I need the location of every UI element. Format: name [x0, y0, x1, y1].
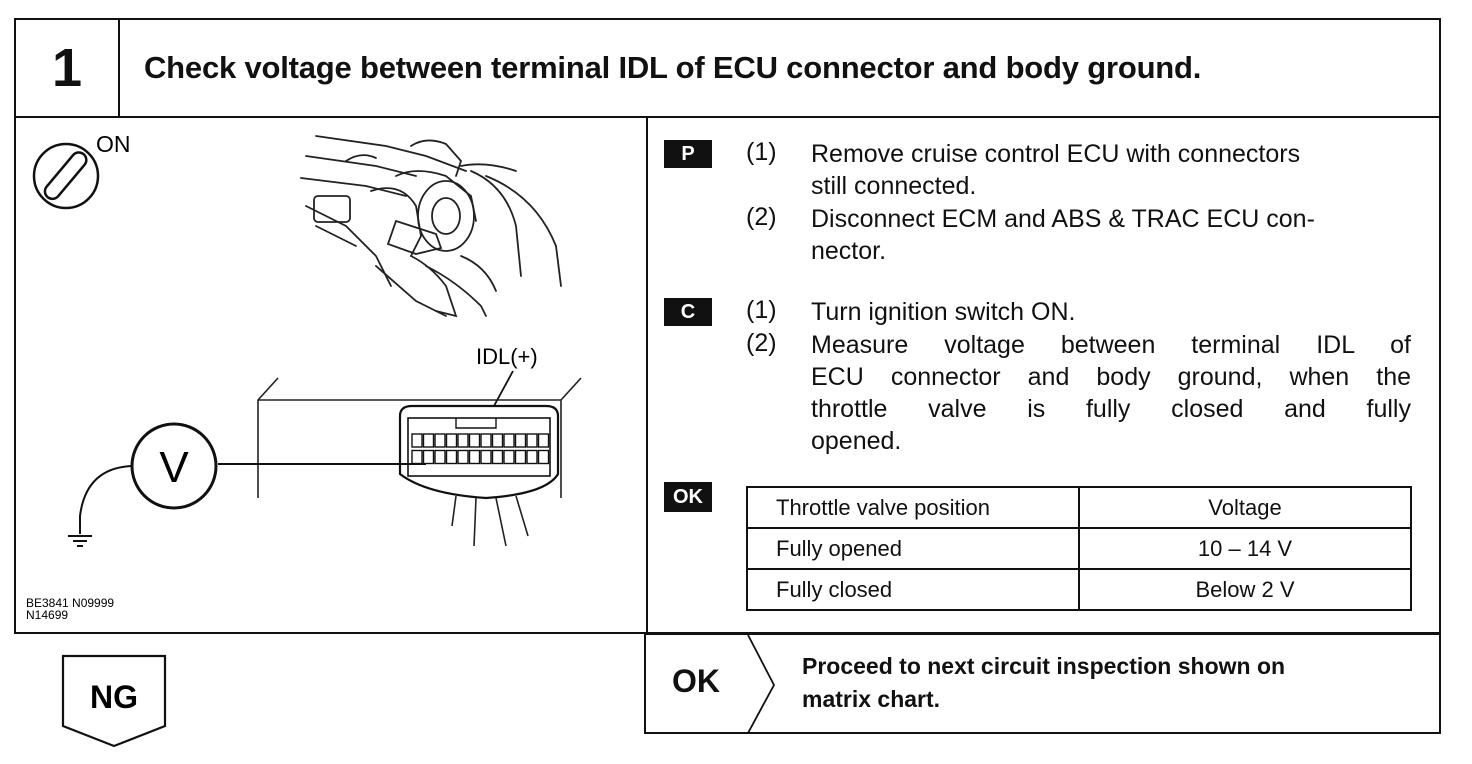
check-step-number: (2) — [746, 329, 777, 357]
table-header: Throttle valve position — [746, 486, 1080, 529]
spec-table: Throttle valve position Voltage Fully op… — [746, 486, 1412, 611]
connector-pin — [457, 433, 469, 448]
voltmeter-icon: V — [130, 422, 218, 510]
connector-pin — [422, 449, 435, 465]
connector-illustration: ON IDL(+) — [26, 131, 582, 622]
connector-pin — [526, 449, 538, 465]
ok-label: OK — [672, 663, 720, 699]
table-header-row: Throttle valve position Voltage — [746, 486, 1412, 529]
text-line: opened. — [811, 427, 902, 455]
ok-action-text: Proceed to next circuit inspection shown… — [802, 650, 1422, 716]
connector-pin — [537, 433, 550, 448]
probe-lead-ground — [79, 465, 133, 534]
step-body: ON IDL(+) — [14, 116, 1441, 634]
connector-pin — [503, 433, 515, 448]
ng-label: NG — [90, 679, 138, 715]
connector-pin — [537, 449, 550, 465]
connector-pin — [480, 449, 492, 465]
prepare-badge: P — [664, 140, 712, 168]
text-line: Remove cruise control ECU with connector… — [811, 140, 1301, 168]
connector-pin — [491, 433, 504, 448]
ng-result-arrow: NG — [61, 654, 167, 748]
column-divider — [646, 116, 648, 632]
table-header: Voltage — [1078, 486, 1412, 529]
connector-pin — [411, 433, 423, 448]
connector-pin — [457, 449, 469, 465]
ok-badge: OK — [664, 482, 712, 512]
connector-pin — [468, 449, 481, 465]
connector-pin — [445, 433, 458, 448]
figure-code: BE3841 N09999 — [26, 596, 114, 610]
connector-pin — [434, 449, 446, 465]
table-row: Fully closed Below 2 V — [746, 568, 1412, 611]
figure-code: N14699 — [26, 608, 68, 622]
text-line: Measure voltage between terminal IDL of — [811, 331, 1411, 359]
connector-pin — [434, 433, 446, 448]
step-title: Check voltage between terminal IDL of EC… — [144, 50, 1202, 85]
check-badge: C — [664, 298, 712, 326]
text-line: Proceed to next circuit inspection shown… — [802, 653, 1286, 679]
connector-pin — [491, 449, 504, 465]
ecu-housing — [257, 377, 582, 498]
check-step-text: Turn ignition switch ON. — [811, 296, 1411, 328]
connector-pin — [468, 433, 481, 448]
check-step-number: (1) — [746, 296, 777, 324]
table-cell: Fully opened — [746, 527, 1080, 570]
prepare-step-number: (1) — [746, 138, 777, 166]
connector-pin — [445, 449, 458, 465]
prepare-step-number: (2) — [746, 203, 777, 231]
engine-compartment-sketch — [300, 135, 562, 318]
ok-result-box: OK Proceed to next circuit inspection sh… — [644, 633, 1441, 734]
ignition-switch-icon — [32, 142, 100, 210]
check-step-text: Measure voltage between terminal IDL of … — [811, 329, 1411, 457]
text-line: throttle valve is fully closed and fully — [811, 395, 1411, 423]
connector-pin — [503, 449, 515, 465]
switch-label: ON — [96, 131, 131, 157]
terminal-label: IDL(+) — [476, 344, 538, 369]
connector-pin — [480, 433, 492, 448]
table-row: Fully opened 10 – 14 V — [746, 527, 1412, 570]
voltmeter-symbol: V — [159, 443, 189, 492]
text-line: matrix chart. — [802, 686, 941, 712]
text-line: Turn ignition switch ON. — [811, 298, 1076, 326]
connector-pin — [514, 433, 527, 448]
table-cell: 10 – 14 V — [1078, 527, 1412, 570]
step-number: 1 — [16, 20, 120, 116]
table-cell: Below 2 V — [1078, 568, 1412, 611]
connector-pin — [514, 449, 527, 465]
connector-pins — [411, 418, 550, 465]
step-header: 1 Check voltage between terminal IDL of … — [14, 18, 1441, 118]
prepare-step-text: Remove cruise control ECU with connector… — [811, 138, 1411, 202]
connector-pin — [526, 433, 538, 448]
text-line: nector. — [811, 237, 887, 265]
text-line: ECU connector and body ground, when the — [811, 363, 1411, 391]
connector-key — [455, 418, 497, 429]
ok-arrow-chevron — [747, 635, 776, 733]
table-cell: Fully closed — [746, 568, 1080, 611]
text-line: Disconnect ECM and ABS & TRAC ECU con- — [811, 205, 1315, 233]
text-line: still connected. — [811, 172, 977, 200]
prepare-step-text: Disconnect ECM and ABS & TRAC ECU con- n… — [811, 203, 1411, 267]
ecu-connector — [398, 404, 560, 547]
body-ground-icon — [68, 535, 92, 547]
connector-pin — [422, 433, 435, 448]
